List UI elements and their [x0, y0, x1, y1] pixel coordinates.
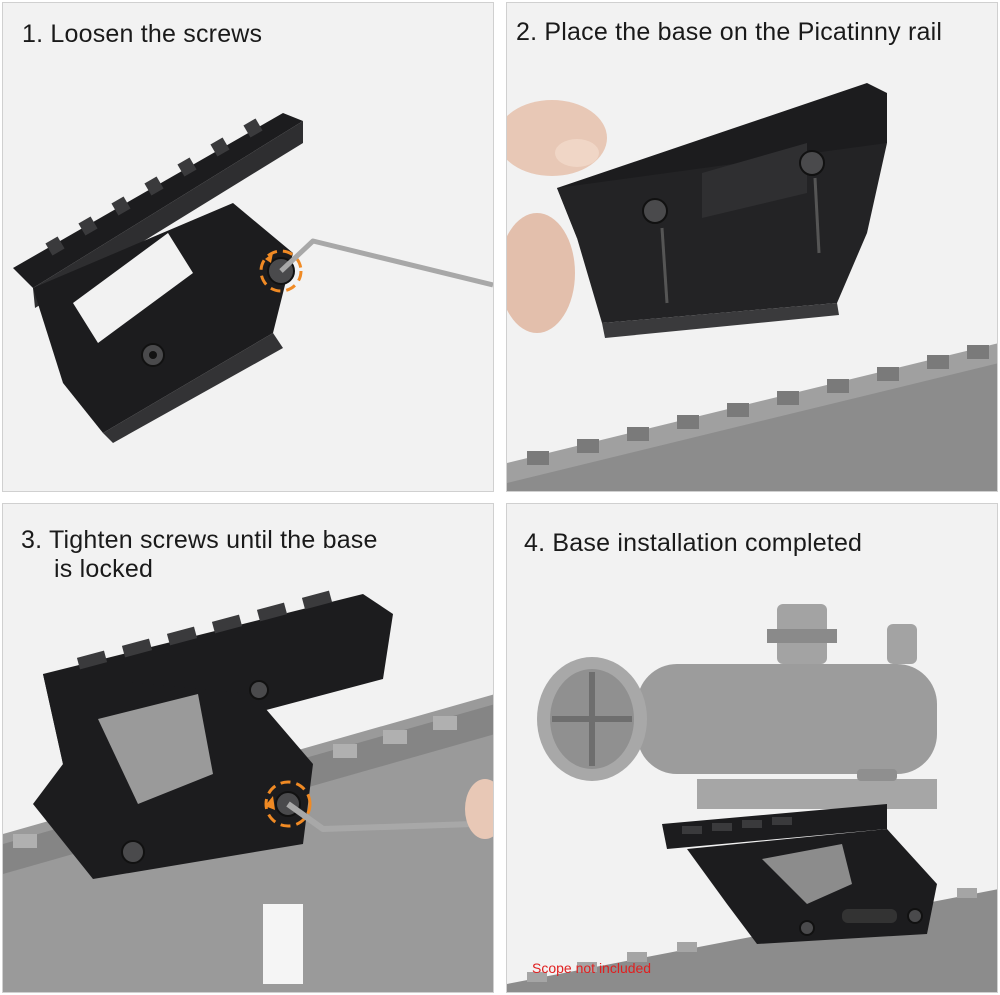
step-number: 3.: [21, 526, 43, 554]
rotate-arrow-icon: [259, 249, 303, 293]
step-panel-4: 4. Base installation completed Scope not…: [506, 503, 998, 993]
step-panel-3: 3. Tighten screws until the base is lock…: [2, 503, 494, 993]
step-number: 1.: [22, 20, 44, 48]
scope-icon: [537, 604, 937, 809]
screw-icon: [249, 680, 269, 700]
picatinny-rail-icon: [507, 343, 997, 491]
screw-icon: [907, 908, 923, 924]
mount-tighten-illustration: [3, 590, 493, 992]
hex-key-icon: [286, 801, 474, 832]
scope-not-included-note: Scope not included: [532, 960, 652, 976]
step-text: Place the base on the Picatinny rail: [544, 18, 943, 46]
step-number: 4.: [524, 529, 546, 557]
step-4-caption: 4. Base installation completed: [524, 529, 862, 558]
screw-icon: [642, 198, 668, 224]
screw-icon: [141, 343, 165, 367]
step-2-caption: 2. Place the base on the Picatinny rail: [516, 18, 942, 47]
step-text: Tighten screws until the base: [48, 526, 378, 554]
screw-icon: [799, 920, 815, 936]
rotate-arrow-icon: [264, 780, 312, 828]
step-text: Loosen the screws: [50, 20, 263, 48]
step-3-caption: 3. Tighten screws until the base is lock…: [21, 526, 378, 584]
step-text-continued: is locked: [54, 555, 154, 583]
hand-icon: [465, 779, 493, 839]
mount-loosen-illustration: [13, 113, 493, 443]
screw-icon: [799, 150, 825, 176]
screw-icon: [121, 840, 145, 864]
mount-completed-illustration: [507, 604, 997, 992]
hand-icon: [507, 100, 607, 333]
step-panel-2: 2. Place the base on the Picatinny rail: [506, 2, 998, 492]
step-number: 2.: [516, 18, 538, 46]
step-text: Base installation completed: [552, 529, 863, 557]
mount-placement-illustration: [507, 83, 997, 491]
step-panel-1: 1. Loosen the screws: [2, 2, 494, 492]
hex-key-icon: [279, 238, 493, 288]
step-1-caption: 1. Loosen the screws: [22, 20, 262, 49]
